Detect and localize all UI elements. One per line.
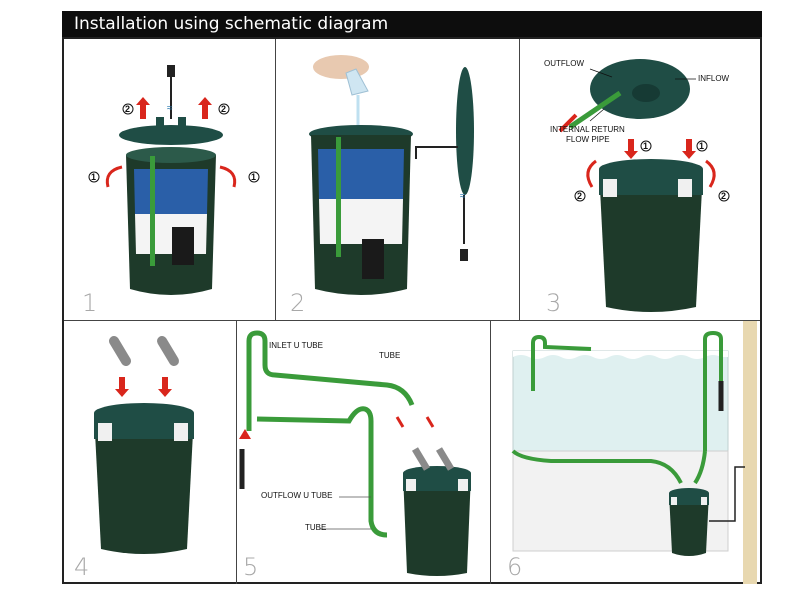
step-2-number: 2 [290,289,306,317]
label-tube-top: TUBE [379,351,401,360]
step-5-illustration [239,330,471,576]
label-internal-return-1: INTERNAL RETURN [550,125,625,134]
diagram-title: Installation using schematic diagram [74,14,389,34]
callout-1-right: 1 [251,172,256,182]
callout-2-left-p3: 2 [577,191,582,201]
step-1-number: 1 [82,289,98,317]
step-4-illustration [94,336,194,554]
label-internal-return-2: FLOW PIPE [566,135,610,144]
callout-1-left-p3: 1 [643,141,648,151]
label-outflow: OUTFLOW [544,59,584,68]
diagram-title-bar: Installation using schematic diagram [62,11,762,37]
step-4-number: 4 [74,553,90,581]
step-3-number: 3 [546,289,562,317]
divider-vertical-1 [275,39,276,320]
callout-2-right-p3: 2 [721,191,726,201]
label-inflow: INFLOW [698,74,730,83]
callout-2-left: 2 [125,104,130,114]
callout-1-right-p3: 1 [699,141,704,151]
step-6-panel: 6 [491,321,760,584]
svg-text:≈: ≈ [167,103,173,114]
step-6-illustration [511,321,757,584]
step-1-panel: ≈ 2 2 1 1 1 [64,39,275,320]
divider-vertical-3 [236,321,237,584]
divider-horizontal [64,320,760,321]
label-outflow-u-tube: OUTFLOW U TUBE [261,491,333,500]
step-3-panel: 1 1 2 2 OUTFLOW INFLOW INTERNAL RETURN F… [520,39,760,320]
label-inlet-u-tube: INLET U TUBE [269,341,323,350]
step-5-panel: INLET U TUBE TUBE OUTFLOW U TUBE TUBE 5 [237,321,490,584]
svg-text:≈: ≈ [460,191,466,202]
step-6-number: 6 [507,553,523,581]
step-1-illustration: ≈ 2 2 1 1 [88,65,260,295]
step-2-illustration: ≈ [309,55,474,295]
divider-vertical-4 [490,321,491,584]
step-3-illustration: 1 1 2 2 [542,59,730,312]
divider-vertical-2 [519,39,520,320]
step-2-panel: ≈ 2 [276,39,519,320]
callout-1-left: 1 [91,172,96,182]
callout-2-right: 2 [221,104,226,114]
step-5-number: 5 [243,553,259,581]
label-tube-bottom: TUBE [305,523,327,532]
step-4-panel: 4 [64,321,236,584]
steps-grid: ≈ 2 2 1 1 1 [62,37,762,584]
